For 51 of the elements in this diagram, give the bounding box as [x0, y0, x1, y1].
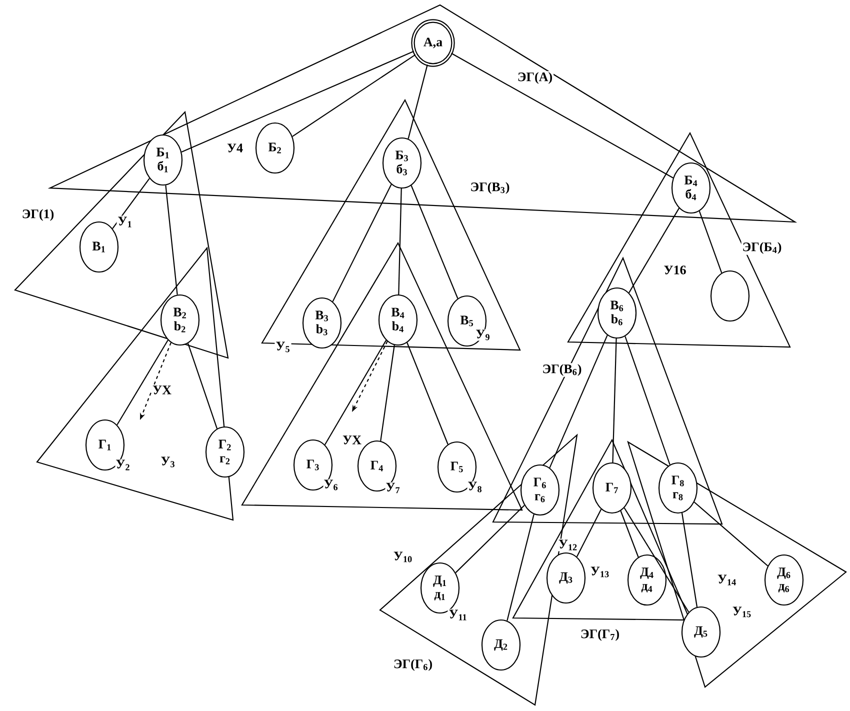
graph-label: У4: [226, 142, 244, 154]
node-caption: У$_{2}$: [115, 459, 131, 471]
connector-line: [398, 188, 402, 294]
graph-label: ЭГ(Б$_{4}$): [741, 241, 783, 255]
connector-line: [116, 340, 168, 426]
node-caption: У$_{6}$: [323, 479, 339, 491]
connector-line: [624, 336, 670, 465]
graph-label: ЭГ(Г$_{7}$): [579, 628, 621, 642]
connector-line: [549, 335, 608, 468]
connector-line: [624, 508, 690, 612]
graph-label: У$_{13}$: [589, 566, 611, 578]
connector-line: [406, 342, 448, 445]
graph-label: У$_{15}$: [731, 606, 753, 618]
connector-line: [628, 208, 680, 294]
graph-label: У$_{10}$: [392, 550, 414, 564]
connector-line: [698, 210, 722, 274]
graph-label: ЭГ(Г$_{6}$): [392, 658, 434, 672]
graph-label: У$_{12}$: [557, 538, 579, 552]
connector-line: [112, 178, 150, 229]
node-caption: У$_{9}$: [475, 329, 491, 341]
connector-line: [455, 504, 525, 574]
empty-ellipse: [710, 270, 750, 322]
graph-label: ЭГ(А): [516, 71, 554, 85]
connector-line: [576, 509, 602, 558]
connector-line: [380, 345, 395, 441]
node-caption: У$_{7}$: [385, 482, 401, 494]
connector-line: [181, 50, 414, 152]
graph-label: ЭГ(В$_{3}$): [469, 181, 511, 195]
connector-line: [694, 502, 768, 566]
connector-line: [612, 338, 617, 462]
connector-line: [620, 510, 639, 558]
connector-line: [410, 185, 458, 299]
graph-label: ЭГ(В$_{6}$): [541, 363, 583, 377]
graph-label: У16: [662, 264, 688, 276]
connector-line: [324, 340, 387, 445]
graph-label: У$_{1}$: [116, 216, 134, 228]
connector-line: [165, 185, 178, 295]
graph-label: У$_{3}$: [160, 456, 176, 468]
graph-label: У$_{5}$: [274, 340, 292, 354]
graph-label: У$_{11}$: [448, 608, 468, 622]
connector-line: [408, 64, 428, 139]
connector-line: [187, 343, 218, 429]
connector-line: [451, 52, 674, 178]
node-caption: У$_{8}$: [467, 481, 483, 493]
graph-label: У$_{14}$: [716, 574, 738, 586]
connector-line: [681, 512, 698, 608]
graph-label: ЭГ(1): [20, 208, 56, 222]
connector-line: [292, 54, 416, 137]
edge-label: УХ: [152, 386, 172, 394]
connector-line: [332, 184, 392, 302]
connector-line: [506, 514, 534, 621]
